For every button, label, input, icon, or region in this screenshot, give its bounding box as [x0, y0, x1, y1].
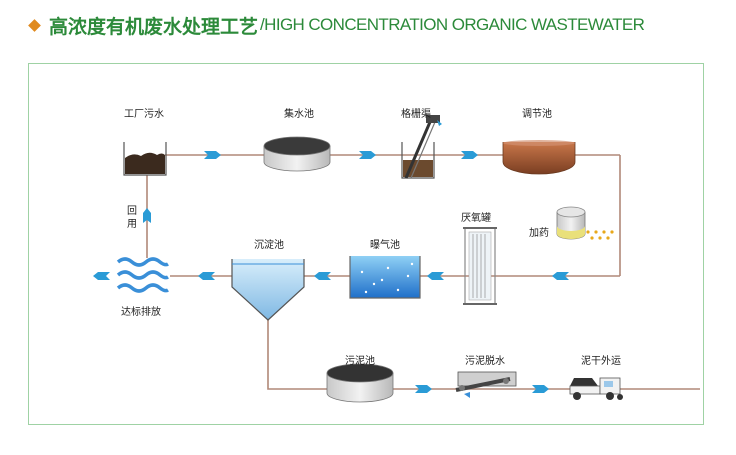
label-equalization-tank: 调节池 [522, 109, 552, 120]
arrow-up-icon [143, 208, 151, 223]
arrow-left-icon [427, 272, 444, 280]
arrow-right-icon [359, 151, 376, 159]
label-sludge-tank: 污泥池 [345, 356, 375, 367]
dosing-dots [586, 230, 614, 240]
arrow-left-icon [198, 272, 215, 280]
pipe-sludge [267, 320, 700, 390]
label-bar-screen: 格栅渠 [401, 109, 431, 120]
arrow-right-icon [204, 151, 221, 159]
title-english: /HIGH CONCENTRATION ORGANIC WASTEWATER [260, 15, 645, 34]
label-factory-wastewater: 工厂污水 [124, 109, 164, 120]
discharge-waves [116, 257, 169, 293]
label-reuse: 回用 [127, 206, 137, 230]
header: 高浓度有机废水处理工艺 /HIGH CONCENTRATION ORGANIC … [28, 10, 645, 40]
arrow-left-icon [314, 272, 331, 280]
sludge-tank [326, 363, 394, 403]
arrow-left-icon [552, 272, 569, 280]
sludge-truck [569, 377, 623, 400]
label-sludge-dewatering: 污泥脱水 [465, 356, 505, 367]
arrow-right-icon [532, 385, 549, 393]
arrow-left-icon [93, 272, 110, 280]
flow-arrows [93, 151, 569, 393]
label-anaerobic-tank: 厌氧罐 [461, 213, 491, 224]
label-sludge-transport: 泥干外运 [581, 356, 621, 367]
label-discharge: 达标排放 [121, 307, 161, 318]
dosing-tank [556, 206, 586, 240]
arrow-right-icon [461, 151, 478, 159]
label-dosing: 加药 [529, 228, 549, 239]
collection-tank [263, 136, 331, 172]
label-collection-tank: 集水池 [284, 109, 314, 120]
sedimentation-tank [231, 259, 305, 321]
sludge-dewatering-machine [455, 371, 517, 398]
bar-screen [401, 115, 442, 179]
label-sedimentation-tank: 沉淀池 [254, 240, 284, 251]
anaerobic-tank [463, 227, 497, 305]
diagram-frame [28, 63, 704, 425]
factory-wastewater-tank [123, 142, 167, 176]
aeration-tank [349, 256, 421, 299]
arrow-right-icon [415, 385, 432, 393]
title-chinese: 高浓度有机废水处理工艺 [49, 15, 259, 38]
label-aeration-tank: 曝气池 [370, 240, 400, 251]
equalization-tank [502, 140, 576, 175]
